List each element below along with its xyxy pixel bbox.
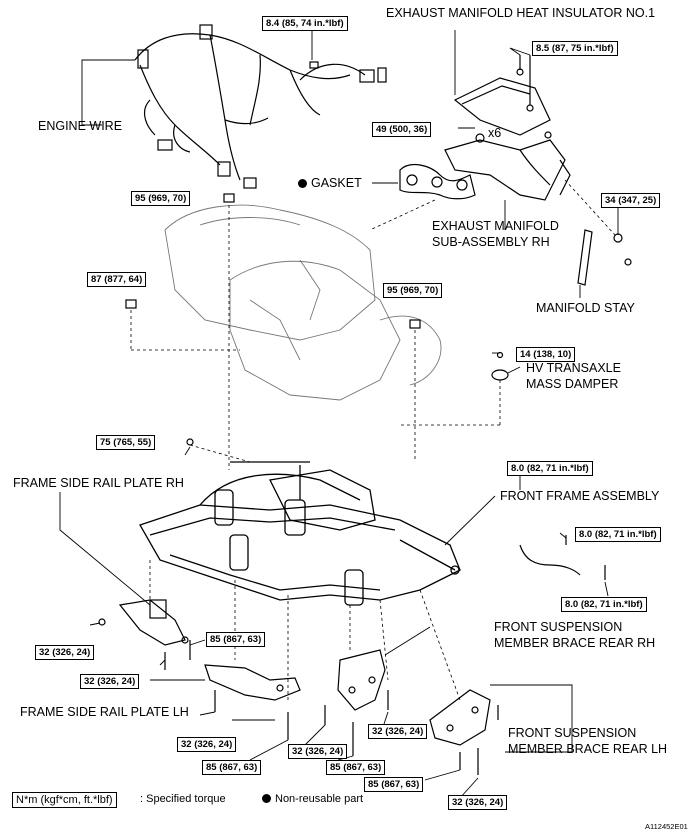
label-gasket-text: GASKET — [311, 176, 362, 190]
heat-insulator-drawing — [453, 55, 552, 139]
torque-box: 8.5 (87, 75 in.*lbf) — [532, 41, 618, 56]
label-heat-insulator: EXHAUST MANIFOLD HEAT INSULATOR NO.1 — [386, 6, 656, 20]
label-brace-rh-line1: FRONT SUSPENSION — [494, 620, 623, 634]
torque-box: 8.0 (82, 71 in.*lbf) — [507, 461, 593, 476]
non-reusable-dot-icon — [262, 794, 271, 803]
torque-box: 32 (326, 24) — [368, 724, 428, 739]
legend-nonreusable-text: Non-reusable part — [275, 793, 364, 805]
torque-box: 32 (326, 24) — [177, 737, 237, 752]
label-exhaust-manifold-line2: SUB-ASSEMBLY RH — [432, 235, 550, 249]
torque-box: 85 (867, 63) — [364, 777, 424, 792]
legend-torque-unit: N*m (kgf*cm, ft.*lbf) — [12, 792, 117, 808]
label-brace-lh-line2: MEMBER BRACE REAR LH — [508, 742, 668, 756]
torque-box: 75 (765, 55) — [96, 435, 156, 450]
label-front-frame: FRONT FRAME ASSEMBLY — [500, 489, 660, 503]
fasteners — [98, 61, 606, 775]
torque-box: 49 (500, 36) — [372, 122, 432, 137]
mass-damper-drawing — [491, 351, 509, 381]
torque-box: 32 (326, 24) — [80, 674, 140, 689]
label-frame-side-lh: FRAME SIDE RAIL PLATE LH — [20, 705, 189, 719]
torque-box: 85 (867, 63) — [202, 760, 262, 775]
brace-rear-lh-drawing — [429, 689, 491, 746]
torque-box: 87 (877, 64) — [87, 272, 147, 287]
guide-lines — [130, 179, 616, 701]
label-frame-side-rh: FRAME SIDE RAIL PLATE RH — [13, 476, 184, 490]
label-engine-wire: ENGINE WIRE — [38, 119, 123, 133]
label-exhaust-manifold-line1: EXHAUST MANIFOLD — [432, 219, 559, 233]
label-x6: x6 — [488, 126, 502, 140]
legend-torque-text: : Specified torque — [140, 793, 226, 805]
frame-side-rail-lh-drawing — [204, 664, 301, 701]
torque-box: 8.0 (82, 71 in.*lbf) — [561, 597, 647, 612]
figure-code: A112452E01 — [645, 822, 688, 831]
torque-box: 32 (326, 24) — [448, 795, 508, 810]
torque-box: 95 (969, 70) — [383, 283, 443, 298]
exhaust-manifold-drawing — [399, 133, 571, 201]
torque-box: 34 (347, 25) — [601, 193, 661, 208]
front-frame-drawing — [139, 461, 461, 606]
label-manifold-stay: MANIFOLD STAY — [536, 301, 635, 315]
torque-box: 85 (867, 63) — [206, 632, 266, 647]
frame-side-rail-rh-drawing — [118, 599, 189, 646]
label-brace-lh-line1: FRONT SUSPENSION — [508, 726, 637, 740]
label-brace-rh-line2: MEMBER BRACE REAR RH — [494, 636, 656, 650]
legend-nonreusable: Non-reusable part — [262, 792, 363, 807]
torque-box: 85 (867, 63) — [326, 760, 386, 775]
torque-box: 14 (138, 10) — [516, 347, 576, 362]
manifold-stay-drawing — [577, 229, 632, 286]
engine-block-drawing — [164, 204, 442, 401]
label-gasket: GASKET — [298, 176, 362, 191]
leader-lines — [59, 28, 619, 799]
torque-box: 32 (326, 24) — [288, 744, 348, 759]
torque-box: 32 (326, 24) — [35, 645, 95, 660]
brace-rear-rh-drawing — [337, 649, 386, 711]
label-mass-damper-line2: MASS DAMPER — [526, 377, 619, 391]
torque-box: 95 (969, 70) — [131, 191, 191, 206]
torque-box: 8.4 (85, 74 in.*lbf) — [262, 16, 348, 31]
sensor-cable-drawing — [519, 544, 581, 576]
label-mass-damper-line1: HV TRANSAXLE — [526, 361, 621, 375]
torque-box: 8.0 (82, 71 in.*lbf) — [575, 527, 661, 542]
engine-wire-drawing — [134, 24, 387, 189]
non-reusable-dot-icon — [298, 179, 307, 188]
